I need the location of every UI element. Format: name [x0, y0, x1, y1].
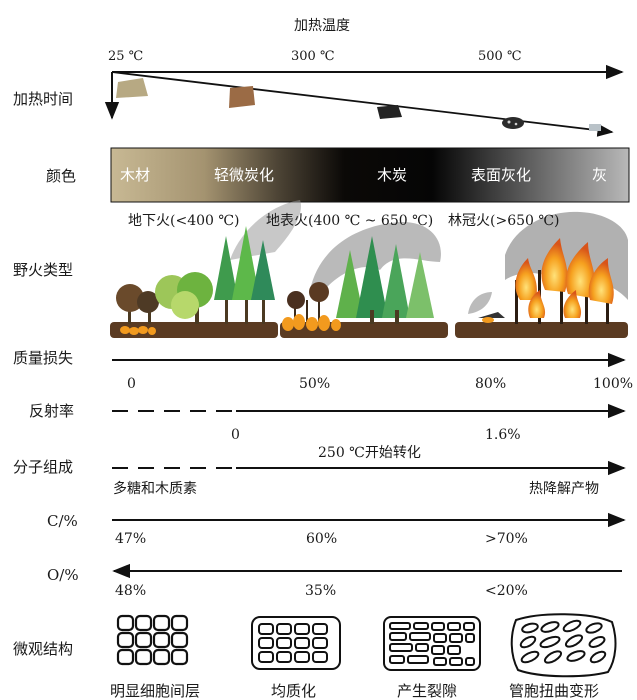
carbon-value-47: 47%: [115, 531, 147, 547]
row-label-molecule: 分子组成: [13, 458, 74, 476]
row-label-reflectance: 反射率: [29, 402, 75, 420]
micro-homogenized-icon: [251, 616, 341, 670]
sample-wood: [116, 78, 148, 98]
molecule-right-label: 热降解产物: [529, 481, 599, 497]
carbon-value-70: >70%: [485, 531, 528, 547]
mass-value-100: 100%: [593, 376, 634, 392]
micro-intercellular-icon: [116, 614, 189, 666]
sample-charcoal: [377, 105, 402, 119]
mass-value-50: 50%: [299, 376, 331, 392]
micro-label-intercellular: 明显细胞间层: [110, 682, 201, 700]
sample-surface-ash: [502, 117, 524, 129]
micro-cracks-icon: [383, 616, 481, 671]
row-label-micro: 微观结构: [13, 640, 74, 658]
micro-label-distortion: 管胞扭曲变形: [509, 682, 600, 700]
sample-ash: [589, 124, 601, 131]
micro-label-homogenized: 均质化: [271, 682, 317, 700]
fire-label-surface: 地表火(400 ℃ ~ 650 ℃): [266, 213, 434, 229]
time-temp-diagonal: [111, 71, 614, 137]
reflectance-value-16: 1.6%: [485, 427, 521, 443]
oxygen-value-35: 35%: [305, 583, 337, 599]
micro-label-cracks: 产生裂隙: [397, 682, 458, 700]
reflectance-value-0: 0: [231, 427, 240, 443]
row-label-time: 加热时间: [13, 90, 74, 108]
row-label-fire: 野火类型: [13, 261, 74, 279]
temp-tick-25: 25 ℃: [108, 49, 144, 64]
carbon-value-60: 60%: [306, 531, 338, 547]
molecule-left-label: 多糖和木质素: [113, 481, 197, 497]
oxygen-value-48: 48%: [115, 583, 147, 599]
molecule-transition-label: 250 ℃开始转化: [318, 445, 421, 461]
surface-fire-scene: [280, 221, 448, 338]
color-gradient-bar: [110, 147, 630, 203]
temp-tick-300: 300 ℃: [291, 49, 335, 64]
row-label-color: 颜色: [46, 167, 77, 185]
color-label-light-char: 轻微炭化: [214, 166, 275, 184]
row-label-carbon: C/%: [47, 512, 78, 530]
temp-tick-500: 500 ℃: [478, 49, 522, 64]
micro-distortion-icon: [510, 613, 617, 678]
mass-value-0: 0: [127, 376, 136, 392]
ground-fire-scene: [110, 200, 301, 338]
fire-label-ground: 地下火(<400 ℃): [128, 213, 240, 229]
color-label-ash: 灰: [592, 166, 608, 184]
row-label-mass: 质量损失: [13, 349, 74, 367]
color-label-surface-ash: 表面灰化: [471, 166, 532, 184]
color-label-charcoal: 木炭: [377, 166, 408, 184]
temperature-title: 加热温度: [294, 18, 350, 34]
sample-light-char: [229, 86, 255, 108]
mass-value-80: 80%: [475, 376, 507, 392]
fire-label-crown: 林冠火(>650 ℃): [448, 213, 560, 229]
row-label-oxygen: O/%: [47, 566, 79, 584]
crown-fire-scene: [455, 211, 628, 338]
color-label-wood: 木材: [120, 166, 151, 184]
oxygen-value-20: <20%: [485, 583, 528, 599]
